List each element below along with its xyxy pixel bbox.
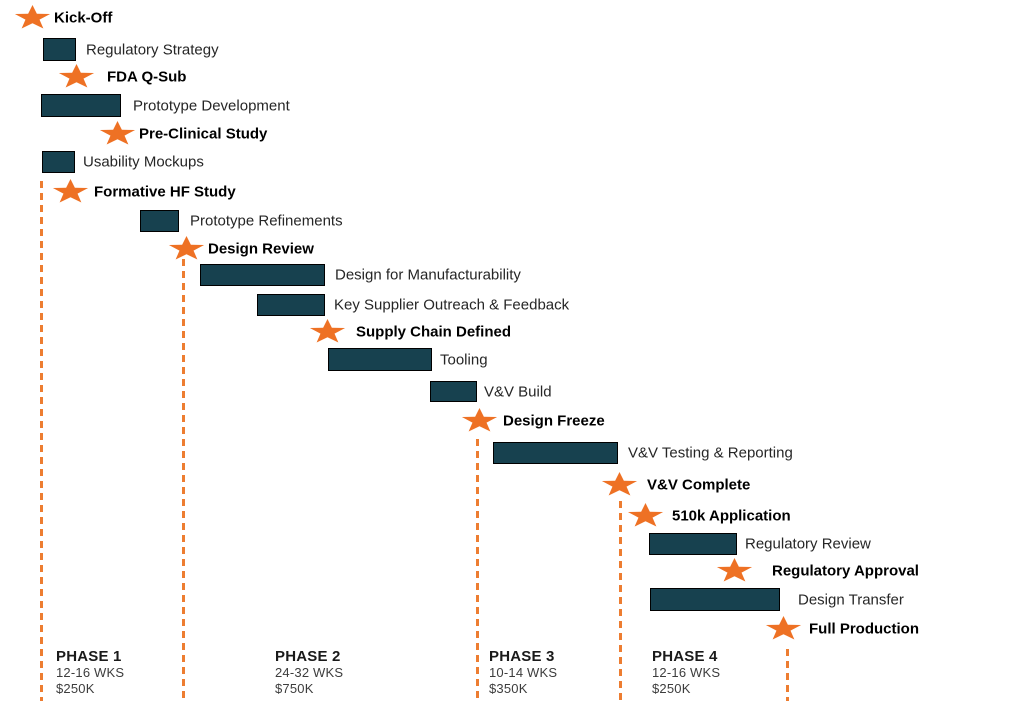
milestone-star-icon (765, 616, 801, 640)
milestone-star-icon (99, 121, 135, 145)
task-bar (41, 94, 121, 117)
task-label: V&V Build (484, 383, 552, 400)
milestone-label: Regulatory Approval (772, 562, 919, 580)
milestone-label: Pre-Clinical Study (139, 125, 268, 143)
milestone-label: Design Freeze (503, 412, 605, 430)
task-label: Design for Manufacturability (335, 266, 521, 284)
phase-cost: $250K (652, 680, 691, 696)
milestone-star-icon (14, 5, 50, 29)
milestone-star-icon (461, 408, 497, 432)
phase-cost: $350K (489, 680, 528, 696)
milestone-label: V&V Complete (647, 476, 751, 494)
task-bar (430, 381, 477, 402)
phase-boundary-line (476, 439, 479, 701)
phase-boundary-line (619, 501, 622, 701)
phase-title: PHASE 2 (275, 648, 341, 665)
task-bar (200, 264, 325, 286)
task-bar (493, 442, 618, 464)
task-label: Regulatory Review (745, 535, 871, 553)
task-label: Tooling (440, 351, 488, 368)
milestone-label: Full Production (809, 620, 919, 638)
task-bar (650, 588, 780, 611)
task-bar (649, 533, 737, 555)
phase-duration: 12-16 WKS (56, 665, 125, 680)
phase-duration: 12-16 WKS (652, 665, 721, 680)
milestone-label: Kick-Off (54, 9, 113, 27)
task-label: Design Transfer (798, 591, 904, 608)
milestone-star-icon (58, 64, 94, 88)
phase-boundary-line (182, 259, 185, 701)
task-bar (257, 294, 325, 316)
milestone-label: 510k Application (672, 507, 791, 525)
milestone-star-icon (168, 236, 204, 260)
phase-title: PHASE 1 (56, 648, 122, 665)
task-label: Key Supplier Outreach & Feedback (334, 296, 570, 314)
task-label: Usability Mockups (83, 153, 204, 171)
milestone-star-icon (52, 179, 88, 203)
phase-duration: 24-32 WKS (275, 665, 344, 680)
phase-title: PHASE 4 (652, 648, 718, 665)
task-label: Prototype Refinements (190, 212, 343, 230)
milestone-star-icon (716, 558, 752, 582)
task-bar (140, 210, 179, 232)
phase-duration: 10-14 WKS (489, 665, 558, 680)
milestone-label: Design Review (208, 240, 314, 258)
milestone-label: Formative HF Study (94, 183, 236, 201)
phase-boundary-line (786, 649, 789, 701)
task-label: V&V Testing & Reporting (628, 444, 793, 462)
milestone-star-icon (627, 503, 663, 527)
task-bar (328, 348, 432, 371)
phase-cost: $250K (56, 680, 95, 696)
milestone-star-icon (309, 319, 345, 343)
phase-boundary-line (40, 181, 43, 701)
task-label: Regulatory Strategy (86, 41, 219, 58)
phase-title: PHASE 3 (489, 648, 555, 665)
milestone-star-icon (601, 472, 637, 496)
phase-cost: $750K (275, 680, 314, 696)
task-label: Prototype Development (133, 97, 290, 114)
task-bar (43, 38, 76, 61)
milestone-label: Supply Chain Defined (356, 323, 512, 341)
task-bar (42, 151, 75, 173)
milestone-label: FDA Q-Sub (107, 68, 187, 86)
